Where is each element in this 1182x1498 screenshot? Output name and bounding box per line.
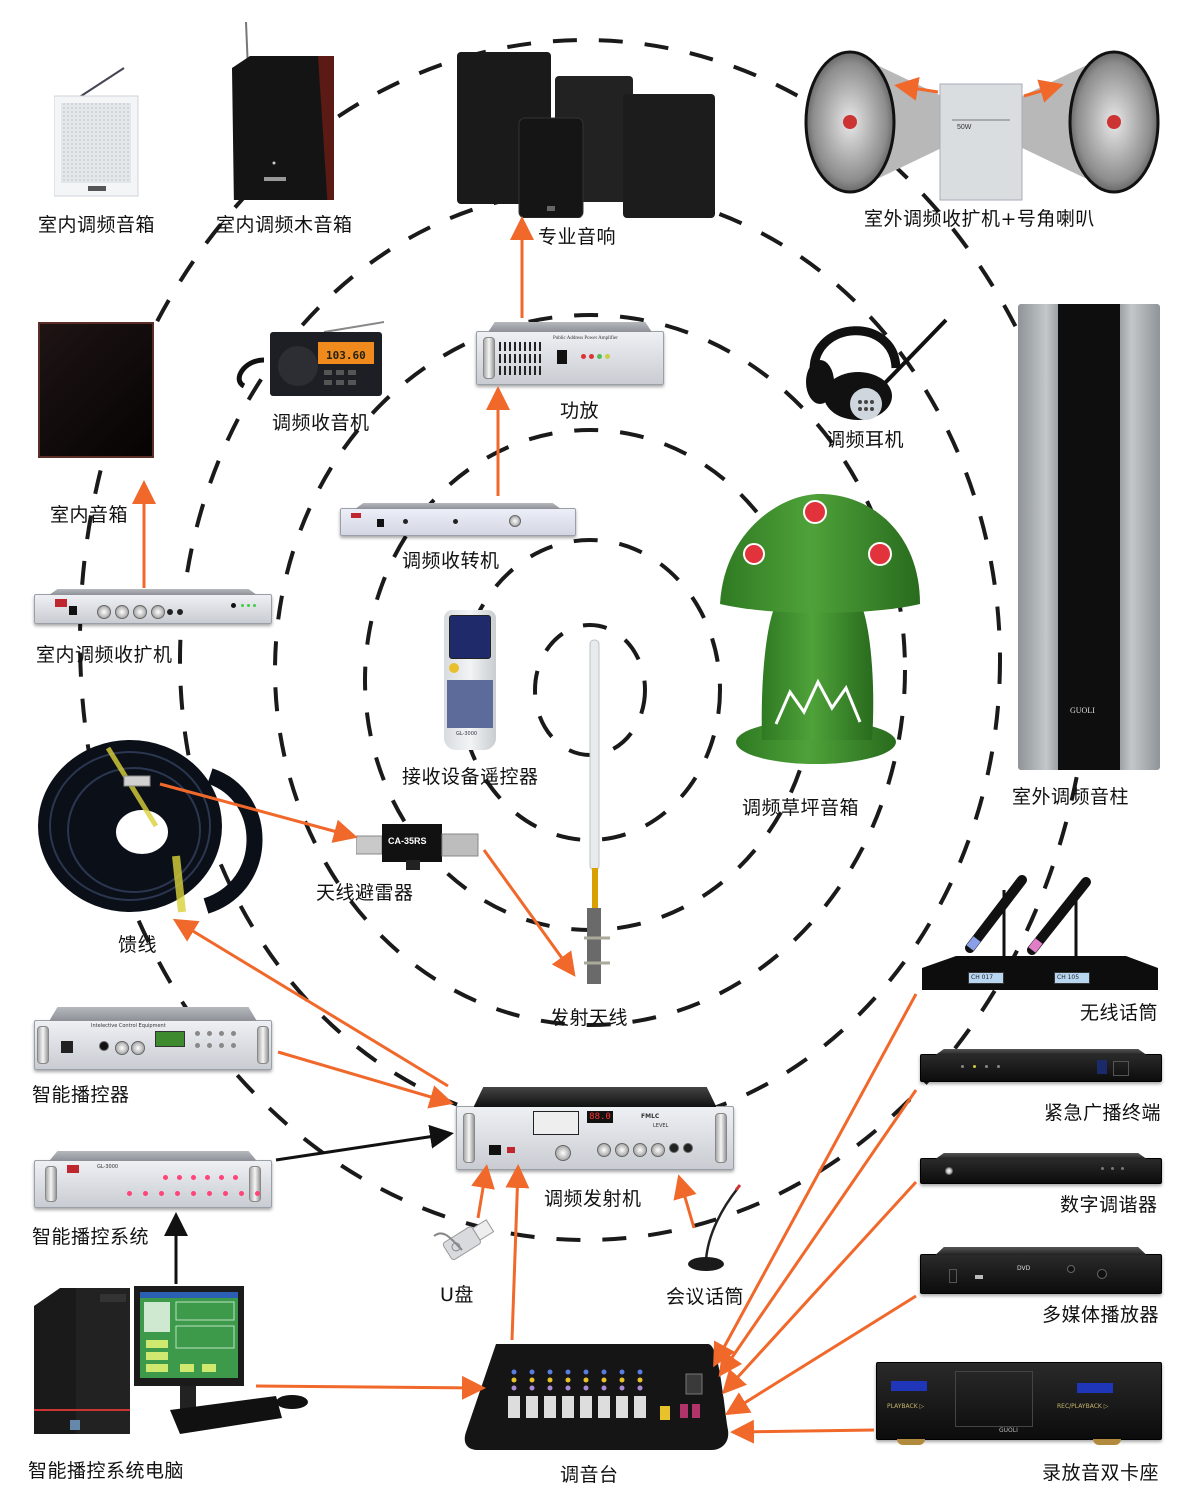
desktop-computer-icon [34, 1286, 308, 1434]
fm-radio-icon: 103.60 [236, 321, 385, 396]
outdoor-column-speaker[interactable]: GUOLI [1018, 304, 1160, 772]
smart-controller-label: 智能播控器 [32, 1084, 130, 1106]
emergency-terminal-label: 紧急广播终端 [1044, 1102, 1162, 1124]
pro-speaker-icon [457, 52, 715, 219]
transmitter-panel-text: FMLC [641, 1113, 660, 1120]
amp-panel-text: Public Address Power Amplifier [553, 336, 618, 341]
conference-mic-icon [688, 1184, 742, 1271]
outdoor-fm-amp-horn-label: 室外调频收扩机+号角喇叭 [864, 208, 1095, 230]
wave-ring-4 [273, 313, 907, 1027]
antenna-icon [584, 639, 610, 984]
horn-speaker-icon: 50W [804, 50, 1160, 201]
outdoor-column-speaker-label: 室外调频音柱 [1012, 786, 1130, 808]
audio-mixer-icon [464, 1344, 729, 1450]
pro-speaker[interactable] [455, 48, 715, 219]
indoor-fm-receiver-amp-label: 室内调频收扩机 [36, 644, 173, 666]
fm-transmitter[interactable]: 88.0 FMLC LEVEL [456, 1087, 734, 1170]
control-system-model: GL-3000 [97, 1164, 119, 1170]
smart-control-pc[interactable] [30, 1284, 310, 1454]
amp-vents-icon [499, 342, 541, 375]
amp-power-text: 50W [957, 124, 972, 131]
headphone-icon [806, 318, 948, 420]
outdoor-fm-amp-horn[interactable]: 50W [800, 44, 1164, 202]
wireless-mic-label: 无线话筒 [1080, 1002, 1159, 1024]
fm-relay-receiver-label: 调频收转机 [402, 550, 500, 572]
feeder-cable-label: 馈线 [118, 934, 158, 956]
remote-model: GL-3000 [456, 731, 478, 737]
conference-mic-label: 会议话筒 [666, 1286, 745, 1308]
mushroom-speaker-icon [720, 494, 920, 764]
player-panel-text: DVD [1017, 1265, 1031, 1272]
transmit-antenna[interactable] [574, 638, 614, 988]
fm-radio[interactable]: 103.60 [234, 320, 385, 400]
transmitter-frequency-display: 88.0 [587, 1111, 613, 1123]
multimedia-player-label: 多媒体播放器 [1042, 1304, 1160, 1326]
wireless-mic[interactable]: CH 017 CH 105 [920, 870, 1160, 990]
amp-handle [483, 337, 495, 379]
pro-speaker-label: 专业音响 [538, 226, 617, 248]
fm-transmitter-label: 调频发射机 [544, 1188, 642, 1210]
arrester-model: CA-35RS [388, 836, 427, 846]
digital-tuner-label: 数字调谐器 [1060, 1194, 1158, 1216]
cassette-left-text: PLAYBACK ▷ [887, 1403, 925, 1410]
mic-display-a: CH 017 [968, 972, 1004, 984]
indoor-fm-speaker[interactable] [53, 66, 140, 198]
fm-headphone[interactable] [800, 310, 950, 420]
lightning-arrester[interactable]: CA-35RS [355, 816, 480, 874]
fm-relay-receiver[interactable] [340, 503, 576, 536]
remote-control-label: 接收设备遥控器 [402, 766, 539, 788]
remote-control[interactable]: GL-3000 [444, 610, 496, 750]
wood-speaker-icon [232, 21, 334, 210]
conference-mic[interactable] [686, 1184, 742, 1274]
lawn-speaker-label: 调频草坪音箱 [742, 797, 860, 819]
digital-tuner[interactable] [920, 1153, 1162, 1184]
amp-power-switch[interactable] [557, 350, 567, 364]
fm-headphone-label: 调频耳机 [826, 429, 905, 451]
wave-ring-2 [458, 538, 722, 842]
indoor-fm-speaker-icon [53, 67, 139, 197]
emergency-terminal[interactable] [920, 1049, 1162, 1082]
column-speaker-icon [1018, 304, 1160, 770]
cassette-brand: GUOLI [999, 1427, 1018, 1434]
coaxial-cable-icon [38, 740, 263, 914]
mixer-label: 调音台 [560, 1464, 619, 1486]
mixer[interactable] [462, 1340, 732, 1450]
smart-control-pc-label: 智能播控系统电脑 [28, 1460, 185, 1482]
multimedia-player[interactable]: DVD [920, 1247, 1162, 1294]
smart-controller[interactable]: Intelective Control Equipment [34, 1007, 272, 1070]
usb-drive-label: U盘 [440, 1284, 474, 1306]
indoor-fm-wood-speaker[interactable] [230, 20, 336, 210]
usb-drive[interactable] [432, 1210, 502, 1270]
transmit-antenna-label: 发射天线 [550, 1007, 629, 1029]
radio-frequency-display: 103.60 [326, 349, 366, 362]
lightning-arrester-icon: CA-35RS [355, 824, 479, 870]
indoor-speaker-label: 室内音箱 [50, 504, 129, 526]
smart-control-system[interactable]: GL-3000 [34, 1151, 272, 1208]
indoor-speaker-icon [38, 322, 154, 458]
lightning-arrester-label: 天线避雷器 [316, 882, 414, 904]
feeder-cable[interactable] [30, 716, 270, 926]
lawn-speaker[interactable] [720, 492, 930, 772]
power-amp[interactable]: Public Address Power Amplifier [476, 322, 664, 385]
wireless-mic-icon [922, 875, 1158, 990]
controller-panel-text: Intelective Control Equipment [91, 1023, 166, 1029]
dual-cassette-label: 录放音双卡座 [1042, 1462, 1160, 1484]
cassette-right-text: REC/PLAYBACK ▷ [1057, 1403, 1109, 1410]
indoor-fm-receiver-amp[interactable] [34, 589, 272, 624]
indoor-fm-wood-speaker-label: 室内调频木音箱 [216, 214, 353, 236]
mic-display-b: CH 105 [1054, 972, 1090, 984]
column-speaker-brand: GUOLI [1070, 706, 1095, 715]
usb-drive-icon [433, 1219, 495, 1261]
transmitter-level-text: LEVEL [653, 1123, 669, 1129]
dual-cassette[interactable]: PLAYBACK ▷ REC/PLAYBACK ▷ GUOLI [876, 1362, 1162, 1445]
fm-radio-label: 调频收音机 [272, 412, 370, 434]
smart-control-system-label: 智能播控系统 [32, 1226, 150, 1248]
indoor-speaker[interactable] [38, 322, 154, 458]
indoor-fm-speaker-label: 室内调频音箱 [38, 214, 156, 236]
power-amp-label: 功放 [560, 400, 600, 422]
